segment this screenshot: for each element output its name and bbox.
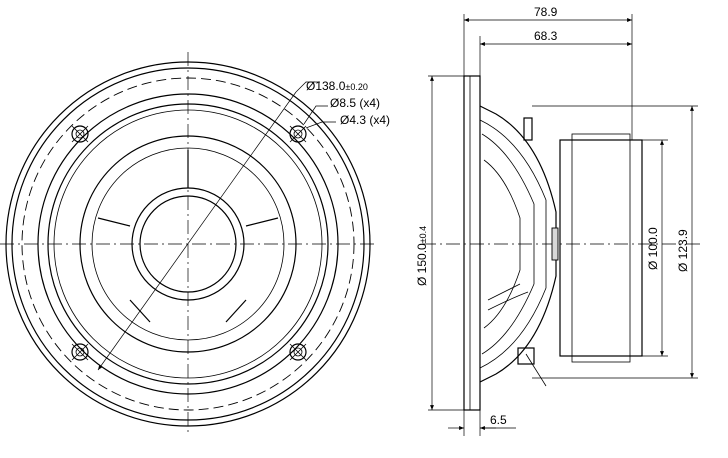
surround-inner-circle — [53, 109, 323, 379]
basket-rib-outer — [479, 119, 547, 369]
magnet-dia-label: Ø 100.0 — [646, 227, 660, 270]
depth-frame-label: 68.3 — [534, 29, 558, 43]
hole-small-label: Ø4.3 (x4) — [340, 113, 390, 127]
bolt-circle-dashed — [21, 77, 355, 411]
frame-dia-label: Ø 123.9 — [676, 229, 690, 272]
hole-large-leader — [303, 105, 328, 125]
mounting-hole-bottom-right — [289, 343, 307, 361]
outer-frame-circle — [5, 61, 371, 427]
bolt-circle-dimension-line — [97, 91, 297, 371]
terminal-bottom — [517, 347, 535, 365]
bolt-circle-label: Ø138.0±0.20 — [306, 79, 368, 93]
basket-window-lines — [487, 283, 529, 311]
side-view: 78.9 68.3 Ø 150.0±0.4 Ø 100.0 Ø 123.9 6.… — [415, 5, 700, 436]
mounting-hole-top-right — [289, 125, 307, 143]
flange — [463, 75, 481, 411]
gasket-circle — [37, 93, 339, 395]
cone-profile — [483, 159, 521, 329]
depth-total-label: 78.9 — [534, 5, 558, 19]
cone-mid-circle — [91, 147, 285, 341]
terminal-wire — [525, 353, 547, 387]
spoke-bottom-right — [225, 299, 247, 323]
pole-piece — [551, 227, 559, 261]
bolt-circle-leader — [295, 81, 320, 93]
flange-thickness-label: 6.5 — [490, 413, 507, 427]
outer-dia-label: Ø 150.0±0.4 — [415, 226, 429, 286]
spoke-right — [245, 217, 279, 227]
magnet-outer — [559, 139, 643, 357]
basket-rib-inner — [481, 133, 535, 355]
surround-outer-circle — [47, 103, 329, 385]
cone-outer-circle — [79, 135, 297, 353]
mounting-hole-top-left — [71, 125, 89, 143]
dust-cap-inner-circle — [139, 195, 237, 293]
spoke-left — [97, 217, 131, 227]
magnet-plate — [571, 133, 631, 363]
mounting-hole-bottom-left — [71, 343, 89, 361]
hole-small-leader — [305, 121, 336, 129]
hole-large-label: Ø8.5 (x4) — [330, 96, 380, 110]
terminal-top — [523, 117, 533, 141]
outer-frame-inner-circle — [11, 67, 365, 421]
front-view: Ø138.0±0.20 Ø8.5 (x4) Ø4.3 (x4) — [0, 52, 390, 436]
